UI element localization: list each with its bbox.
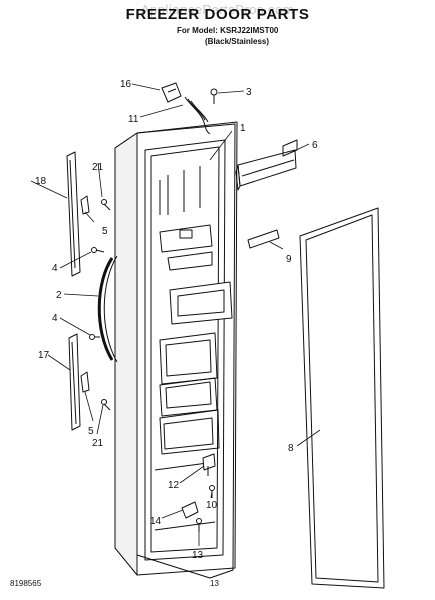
watermark: AppliancePartsPros.com xyxy=(140,2,295,17)
callout-2: 2 xyxy=(56,290,62,301)
left-trim-strip xyxy=(66,151,81,277)
leader-lines xyxy=(30,83,321,546)
model-line: For Model: KSRJ22IMST00 xyxy=(177,26,279,35)
variant-line: (Black/Stainless) xyxy=(205,37,270,46)
door-shelf-bin xyxy=(235,139,298,191)
door-gasket xyxy=(299,207,385,589)
page-header: AppliancePartsPros.com FREEZER DOOR PART… xyxy=(0,0,435,56)
top-hinge-bracket xyxy=(161,82,182,103)
callout-labels: 16 11 3 1 6 18 21 5 4 9 2 4 17 5 21 8 12… xyxy=(35,79,318,561)
callout-16: 16 xyxy=(120,79,132,90)
clips xyxy=(80,195,90,393)
callout-6: 6 xyxy=(312,140,318,151)
callout-13: 13 xyxy=(192,550,204,561)
callout-8: 8 xyxy=(288,443,294,454)
door-panel xyxy=(114,121,238,579)
callout-17: 17 xyxy=(38,350,50,361)
callout-12: 12 xyxy=(168,480,180,491)
page-title: FREEZER DOOR PARTS xyxy=(125,6,310,23)
callout-4-bottom: 4 xyxy=(52,313,58,324)
callout-14: 14 xyxy=(150,516,162,527)
callout-1: 1 xyxy=(240,123,246,134)
wire-harness xyxy=(184,96,211,135)
callout-18: 18 xyxy=(35,176,47,187)
lower-left-trim-strip xyxy=(68,333,81,431)
document-number: 8198565 xyxy=(10,579,42,588)
door-handle xyxy=(97,255,118,363)
callout-5-top: 5 xyxy=(102,226,108,237)
callout-21-top: 21 xyxy=(92,162,104,173)
page-number: 13 xyxy=(210,579,219,588)
bottom-hinge-parts xyxy=(181,453,216,532)
callout-9: 9 xyxy=(286,254,292,265)
callout-3: 3 xyxy=(246,87,252,98)
trim-strip xyxy=(247,229,280,249)
callout-4-top: 4 xyxy=(52,263,58,274)
callout-5-bottom: 5 xyxy=(88,426,94,437)
callout-11: 11 xyxy=(128,114,139,125)
callout-10: 10 xyxy=(206,500,218,511)
screws-left xyxy=(89,199,111,411)
callout-21-bottom: 21 xyxy=(92,438,104,449)
screw-3 xyxy=(210,88,218,104)
